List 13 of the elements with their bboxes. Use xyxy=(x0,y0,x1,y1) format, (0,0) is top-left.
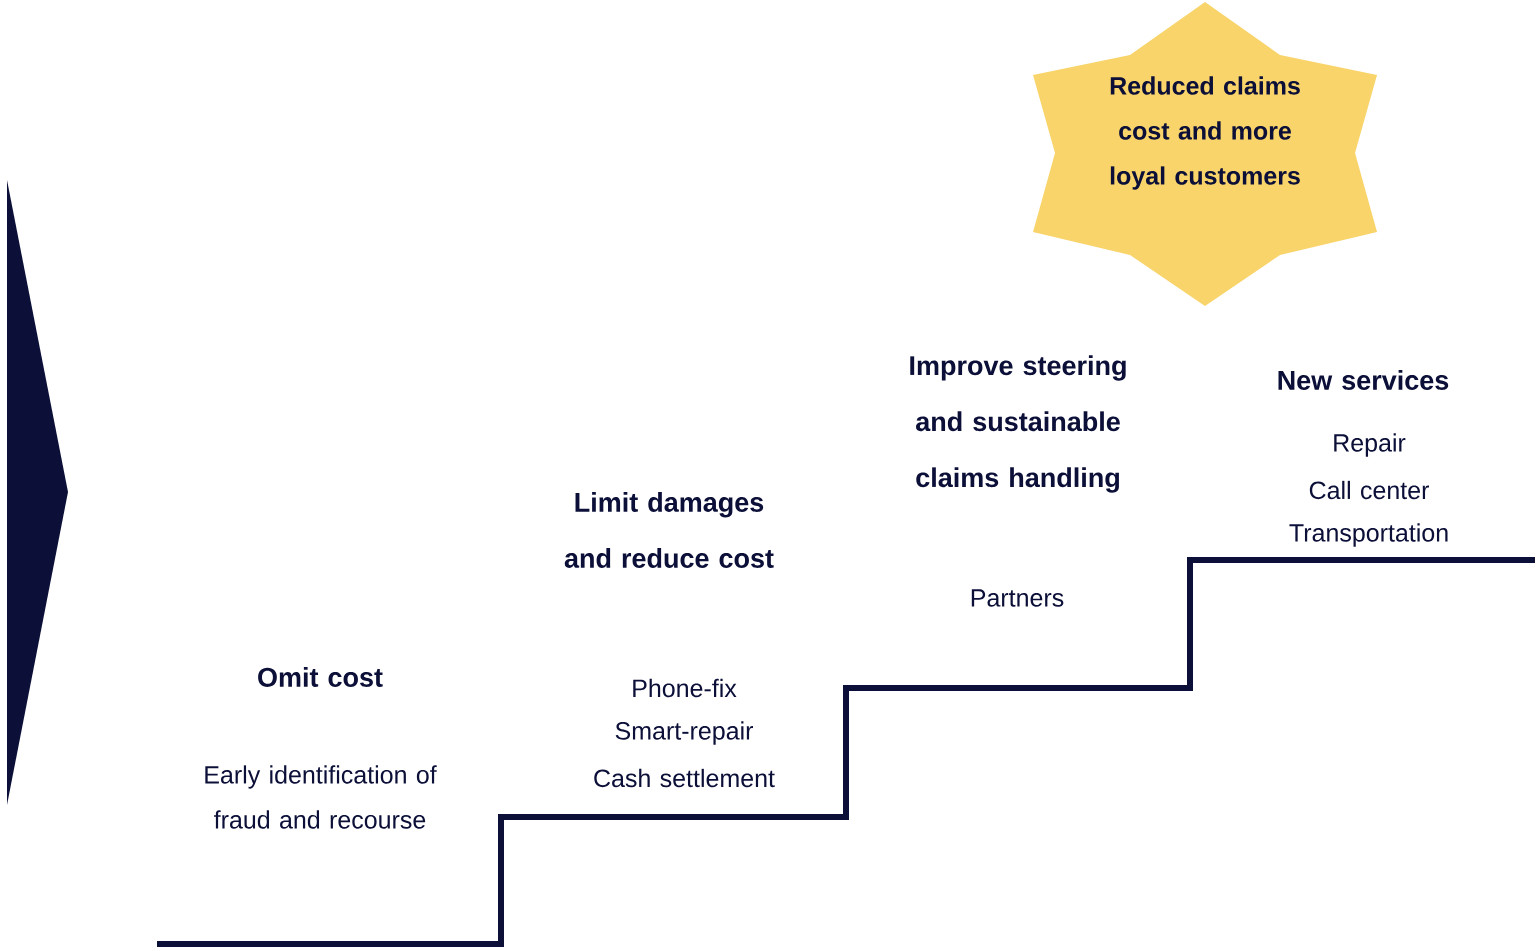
step-heading: Omit cost xyxy=(258,667,383,687)
step-text: Partners xyxy=(971,589,1064,607)
step-heading: Limit damages and reduce cost xyxy=(564,492,774,568)
step-text: Early identification of fraud and recourse xyxy=(205,765,437,829)
star-badge: Reduced claims cost and more loyal customers xyxy=(1033,2,1377,306)
step-text: Repair xyxy=(1334,433,1406,457)
step-text: Smart-repair xyxy=(615,721,754,745)
step-text: Phone-fix xyxy=(633,678,737,698)
step-heading: New services xyxy=(1278,370,1449,390)
step-heading: Improve steering and sustainable claims handling xyxy=(910,355,1126,493)
step-text: Cash settlement xyxy=(594,768,775,788)
step-text: Call center xyxy=(1309,480,1429,500)
step-text: Transportation xyxy=(1289,523,1448,547)
